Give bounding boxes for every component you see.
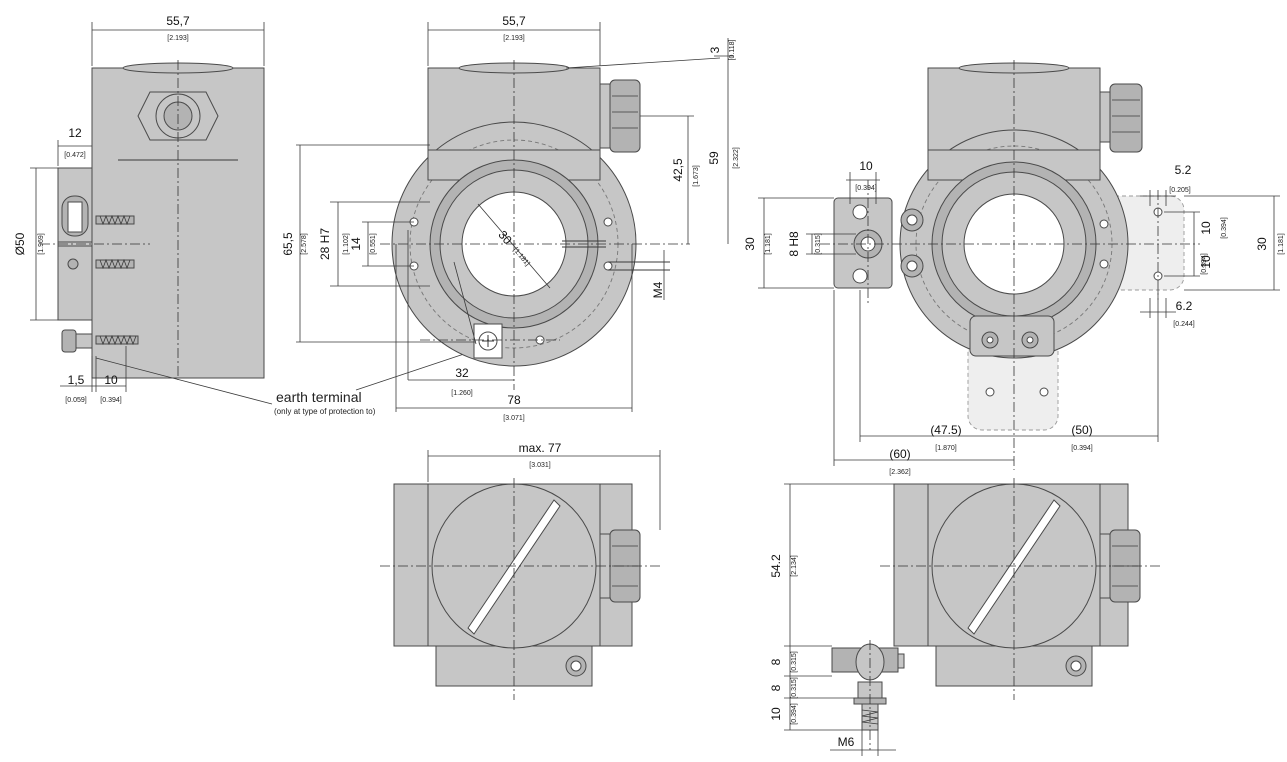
- offset-a-label: 1,5: [68, 373, 85, 387]
- rv-d50-label: (50): [1071, 423, 1092, 437]
- rv-w52-label: 5.2: [1175, 163, 1192, 177]
- rv-v10a-inch: [0.394]: [1221, 217, 1228, 238]
- rv-hole-label: 8 H8: [787, 231, 801, 257]
- rv-d475-label: (47.5): [930, 423, 961, 437]
- rv-h30-left-inch: [1.181]: [765, 233, 772, 254]
- s8b-label: 8: [769, 684, 783, 691]
- offset-b-inch: [0.394]: [100, 397, 121, 404]
- rv-w62-label: 6.2: [1176, 299, 1193, 313]
- rv-d475-inch: [1.870]: [935, 445, 956, 452]
- s10-label: 10: [769, 707, 783, 721]
- height-c-inch: [2.578]: [301, 233, 308, 254]
- bolt-label: M6: [838, 735, 855, 749]
- thread-label: M4: [651, 281, 665, 298]
- max-width-inch: [3.031]: [529, 462, 550, 469]
- height-label: 54.2: [769, 554, 783, 578]
- clamp-screw-2: [95, 258, 135, 270]
- side-view: [30, 22, 265, 392]
- rv-v10b-inch: [0.394]: [1201, 253, 1208, 274]
- front-view-stator: [758, 60, 1280, 470]
- height-inch: [2.134]: [791, 555, 798, 576]
- rv-hole-inch: [0.315]: [815, 233, 822, 254]
- diameter-inch: [1.969]: [38, 233, 45, 254]
- gap-label: 3: [708, 46, 722, 53]
- s8a-inch: [0.315]: [791, 651, 798, 672]
- side-width-inch: [2.193]: [167, 35, 188, 42]
- front-width-label: 55,7: [502, 14, 526, 28]
- earth-terminal-label: earth terminal: [276, 389, 362, 405]
- max-width-label: max. 77: [519, 441, 562, 455]
- rv-d60-inch: [2.362]: [889, 469, 910, 476]
- s8a-label: 8: [769, 658, 783, 665]
- height-b-label: 59: [707, 151, 721, 165]
- offset-b-label: 10: [104, 373, 118, 387]
- top-view-housing: [380, 450, 661, 700]
- dist-a-inch: [1.260]: [451, 390, 472, 397]
- dist-a-label: 32: [455, 366, 469, 380]
- s8b-inch: [0.315]: [791, 677, 798, 698]
- earth-terminal-note: (only at type of protection to): [274, 407, 376, 416]
- rv-w52-inch: [0.205]: [1169, 187, 1190, 194]
- clamp-screw-1: [95, 214, 135, 226]
- clamp-screw-3: [95, 334, 139, 346]
- rv-w10-inch: [0.394]: [855, 185, 876, 192]
- height-c-label: 65,5: [281, 232, 295, 256]
- offset-a-inch: [0.059]: [65, 397, 86, 404]
- side-width-label: 55,7: [166, 14, 190, 28]
- top-view-bolt: [784, 478, 1160, 756]
- rv-h30-right-inch: [1.181]: [1278, 233, 1285, 254]
- rv-w62-inch: [0.244]: [1173, 321, 1194, 328]
- flange-inch: [0.472]: [64, 152, 85, 159]
- diameter-label: Ø50: [13, 232, 27, 255]
- s10-inch: [0.394]: [791, 703, 798, 724]
- earth-terminal-callout: [95, 351, 471, 405]
- front-width-inch: [2.193]: [503, 35, 524, 42]
- dist-b-label: 78: [507, 393, 521, 407]
- bore-inch: [1.102]: [343, 233, 350, 254]
- rv-d50-inch: [0.394]: [1071, 445, 1092, 452]
- rv-h30-right-label: 30: [1255, 237, 1269, 251]
- rv-v10b-label: 10: [1199, 255, 1213, 269]
- dist-b-inch: [3.071]: [503, 415, 524, 422]
- rv-d60-label: (60): [889, 447, 910, 461]
- front-view: [296, 22, 734, 412]
- slot-inch: [0.551]: [370, 233, 377, 254]
- rv-w10-label: 10: [859, 159, 873, 173]
- slot-label: 14: [349, 237, 363, 251]
- flange-label: 12: [68, 126, 82, 140]
- rv-h30-left-label: 30: [743, 237, 757, 251]
- bore-label: 28 H7: [318, 228, 332, 260]
- rv-v10a-label: 10: [1199, 221, 1213, 235]
- height-a-label: 42,5: [671, 158, 685, 182]
- height-b-inch: [2.322]: [733, 147, 740, 168]
- gap-inch: [0.118]: [729, 40, 736, 61]
- height-a-inch: [1.673]: [693, 165, 700, 186]
